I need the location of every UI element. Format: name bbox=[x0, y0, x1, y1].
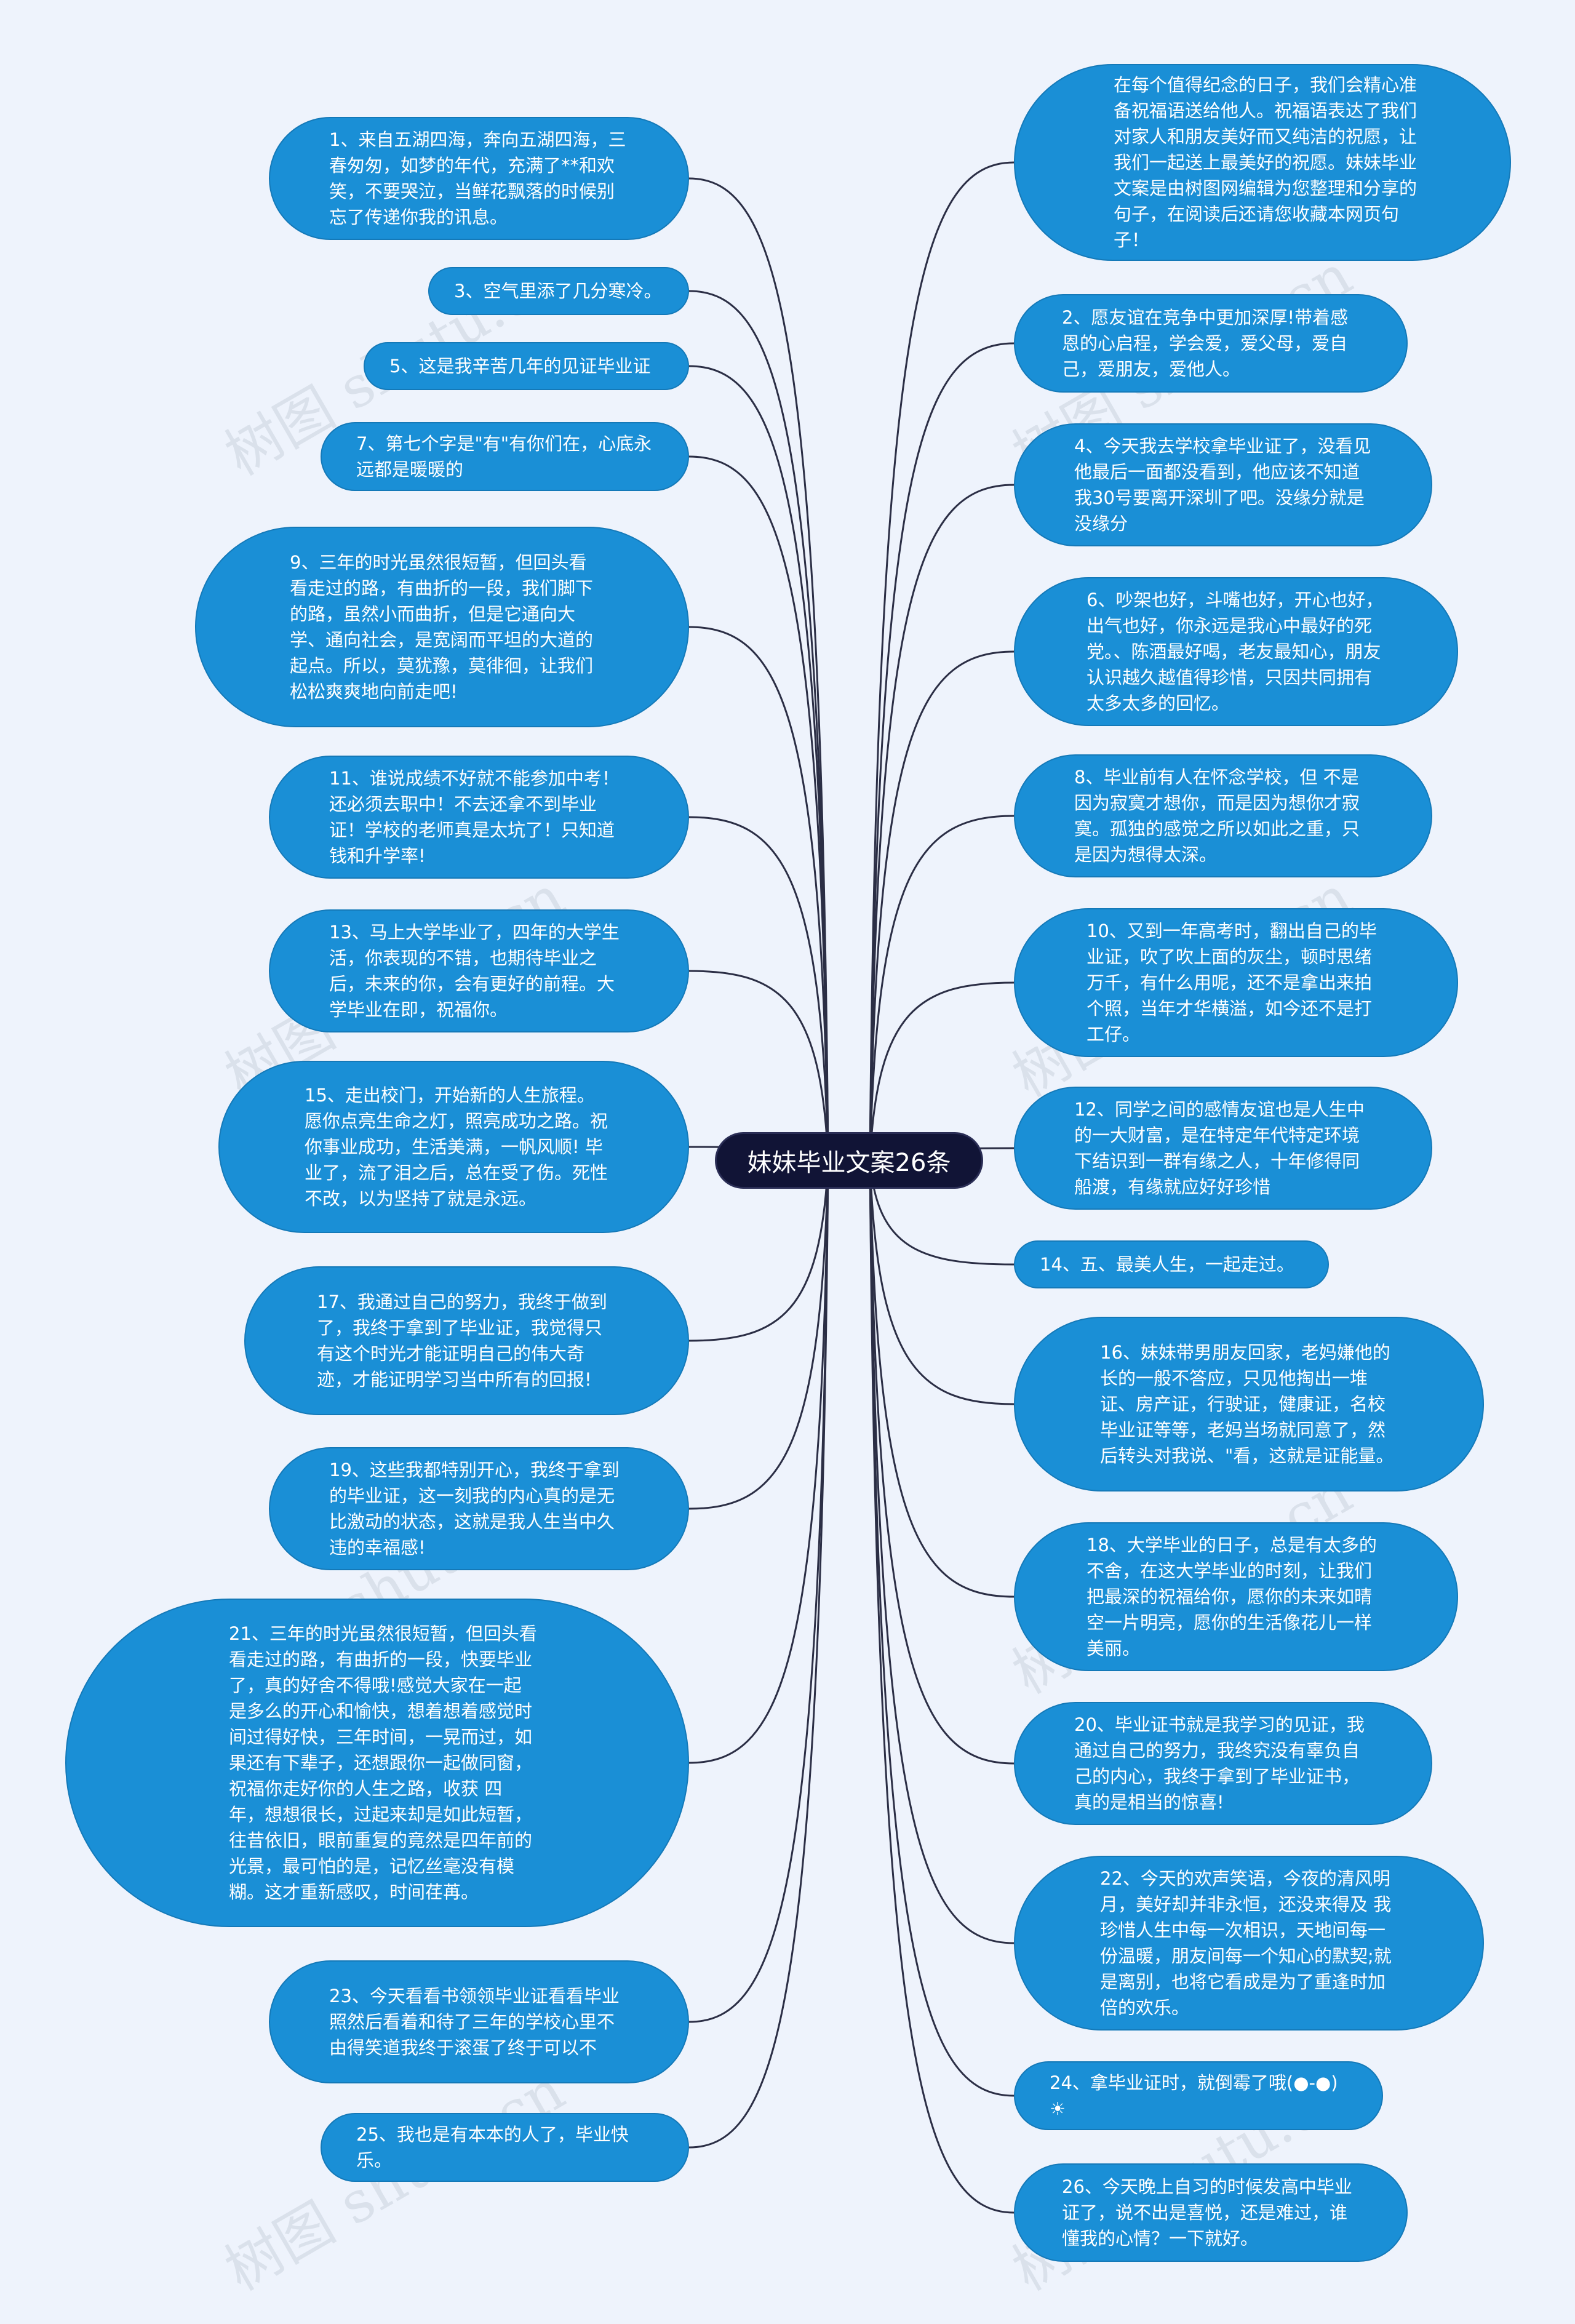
connector-n4 bbox=[869, 484, 1015, 1161]
topic-node-text: 9、三年的时光虽然很短暂，但回头看看走过的路，有曲折的一段，我们脚下的路，虽然小… bbox=[290, 551, 594, 703]
connector-n10 bbox=[869, 981, 1015, 1161]
connector-n5 bbox=[688, 365, 829, 1161]
topic-node-intro[interactable]: 在每个值得纪念的日子，我们会精心准备祝福语送给他人。祝福语表达了我们对家人和朋友… bbox=[1014, 64, 1511, 261]
topic-node-24[interactable]: 24、拿毕业证时，就倒霉了哦(●-●)☀ bbox=[1014, 2061, 1383, 2130]
topic-node-16[interactable]: 16、妹妹带男朋友回家，老妈嫌他的长的一般不答应，只见他掏出一堆证、房产证，行驶… bbox=[1014, 1317, 1484, 1491]
topic-node-text: 18、大学毕业的日子，总是有太多的不舍，在这大学毕业的时刻，让我们把最深的祝福给… bbox=[1087, 1534, 1377, 1659]
topic-node-9[interactable]: 9、三年的时光虽然很短暂，但回头看看走过的路，有曲折的一段，我们脚下的路，虽然小… bbox=[195, 527, 689, 727]
topic-node-20[interactable]: 20、毕业证书就是我学习的见证，我通过自己的努力，我终究没有辜负自己的内心，我终… bbox=[1014, 1702, 1432, 1825]
topic-node-text: 21、三年的时光虽然很短暂，但回头看看走过的路，有曲折的一段，快要毕业了，真的好… bbox=[229, 1623, 537, 1903]
topic-node-text: 10、又到一年高考时，翻出自己的毕业证，吹了吹上面的灰尘，顿时思绪万千，有什么用… bbox=[1087, 920, 1377, 1045]
topic-node-2[interactable]: 2、愿友谊在竞争中更加深厚!带着感恩的心启程，学会爱，爱父母，爱自己，爱朋友，爱… bbox=[1014, 294, 1408, 393]
topic-node-5[interactable]: 5、这是我辛苦几年的见证毕业证 bbox=[364, 342, 689, 390]
topic-node-7[interactable]: 7、第七个字是"有"有你们在，心底永远都是暖暖的 bbox=[321, 422, 689, 491]
topic-node-1[interactable]: 1、来自五湖四海，奔向五湖四海，三春匆匆，如梦的年代，充满了**和欢笑，不要哭泣… bbox=[269, 117, 689, 240]
topic-node-text: 6、吵架也好，斗嘴也好，开心也好，出气也好，你永远是我心中最好的死党。、陈酒最好… bbox=[1087, 589, 1384, 714]
topic-node-text: 7、第七个字是"有"有你们在，心底永远都是暖暖的 bbox=[356, 433, 652, 480]
topic-node-17[interactable]: 17、我通过自己的努力，我终于做到了，我终于拿到了毕业证，我觉得只有这个时光才能… bbox=[244, 1266, 689, 1415]
connector-n26 bbox=[869, 1160, 1015, 2214]
topic-node-text: 25、我也是有本本的人了，毕业快乐。 bbox=[356, 2123, 629, 2171]
topic-node-text: 17、我通过自己的努力，我终于做到了，我终于拿到了毕业证，我觉得只有这个时光才能… bbox=[317, 1291, 607, 1391]
topic-node-text: 4、今天我去学校拿毕业证了，没看见他最后一面都没看到，他应该不知道我30号要离开… bbox=[1074, 435, 1371, 535]
connector-n22 bbox=[869, 1160, 1015, 1944]
topic-node-4[interactable]: 4、今天我去学校拿毕业证了，没看见他最后一面都没看到，他应该不知道我30号要离开… bbox=[1014, 423, 1432, 546]
topic-node-14[interactable]: 14、五、最美人生，一起走过。 bbox=[1014, 1240, 1329, 1288]
topic-node-text: 在每个值得纪念的日子，我们会精心准备祝福语送给他人。祝福语表达了我们对家人和朋友… bbox=[1114, 74, 1418, 251]
connector-n16 bbox=[869, 1160, 1015, 1405]
topic-node-3[interactable]: 3、空气里添了几分寒冷。 bbox=[428, 267, 689, 315]
topic-node-8[interactable]: 8、毕业前有人在怀念学校，但 不是因为寂寞才想你，而是因为想你才寂寞。孤独的感觉… bbox=[1014, 754, 1432, 877]
topic-node-text: 8、毕业前有人在怀念学校，但 不是因为寂寞才想你，而是因为想你才寂寞。孤独的感觉… bbox=[1074, 766, 1360, 866]
connector-n17 bbox=[688, 1160, 829, 1342]
topic-node-text: 3、空气里添了几分寒冷。 bbox=[454, 280, 662, 301]
topic-node-15[interactable]: 15、走出校门，开始新的人生旅程。愿你点亮生命之灯，照亮成功之路。祝你事业成功，… bbox=[218, 1061, 689, 1233]
connector-n21 bbox=[688, 1160, 829, 1764]
topic-node-text: 5、这是我辛苦几年的见证毕业证 bbox=[389, 355, 651, 377]
topic-node-text: 16、妹妹带男朋友回家，老妈嫌他的长的一般不答应，只见他掏出一堆证、房产证，行驶… bbox=[1100, 1341, 1394, 1467]
connector-n2 bbox=[869, 342, 1015, 1161]
connector-n18 bbox=[869, 1160, 1015, 1598]
topic-node-19[interactable]: 19、这些我都特别开心，我终于拿到的毕业证，这一刻我的内心真的是无比激动的状态，… bbox=[269, 1447, 689, 1570]
topic-node-26[interactable]: 26、今天晚上自习的时候发高中毕业证了，说不出是喜悦，还是难过，谁懂我的心情？一… bbox=[1014, 2163, 1408, 2262]
connector-n7 bbox=[688, 455, 829, 1161]
topic-node-text: 13、马上大学毕业了，四年的大学生活，你表现的不错，也期待毕业之后，未来的你，会… bbox=[329, 921, 620, 1021]
topic-node-text: 2、愿友谊在竞争中更加深厚!带着感恩的心启程，学会爱，爱父母，爱自己，爱朋友，爱… bbox=[1062, 306, 1349, 380]
connector-n9 bbox=[688, 626, 829, 1161]
topic-node-22[interactable]: 22、今天的欢声笑语，今夜的清风明月，美好却并非永恒，还没来得及 我珍惜人生中每… bbox=[1014, 1856, 1484, 2031]
connector-n19 bbox=[688, 1160, 829, 1510]
topic-node-11[interactable]: 11、谁说成绩不好就不能参加中考！还必须去职中！不去还拿不到毕业证！学校的老师真… bbox=[269, 756, 689, 879]
connector-n1 bbox=[688, 177, 829, 1161]
connector-n3 bbox=[688, 290, 829, 1161]
connector-n20 bbox=[869, 1160, 1015, 1765]
central-topic-label: 妹妹毕业文案26条 bbox=[747, 1149, 951, 1177]
topic-node-21[interactable]: 21、三年的时光虽然很短暂，但回头看看走过的路，有曲折的一段，快要毕业了，真的好… bbox=[65, 1599, 689, 1927]
topic-node-text: 20、毕业证书就是我学习的见证，我通过自己的努力，我终究没有辜负自己的内心，我终… bbox=[1074, 1714, 1365, 1813]
topic-node-text: 12、同学之间的感情友谊也是人生中的一大财富，是在特定年代特定环境下结识到一群有… bbox=[1074, 1098, 1365, 1198]
connector-n11 bbox=[688, 816, 829, 1161]
topic-node-text: 14、五、最美人生，一起走过。 bbox=[1040, 1253, 1294, 1275]
topic-node-13[interactable]: 13、马上大学毕业了，四年的大学生活，你表现的不错，也期待毕业之后，未来的你，会… bbox=[269, 909, 689, 1032]
topic-node-text: 11、谁说成绩不好就不能参加中考！还必须去职中！不去还拿不到毕业证！学校的老师真… bbox=[329, 767, 620, 867]
topic-node-text: 26、今天晚上自习的时候发高中毕业证了，说不出是喜悦，还是难过，谁懂我的心情？一… bbox=[1062, 2176, 1352, 2250]
connector-n8 bbox=[869, 815, 1015, 1161]
connector-n23 bbox=[688, 1160, 829, 2023]
connector-n24 bbox=[869, 1160, 1015, 2097]
connector-n14 bbox=[869, 1160, 1015, 1266]
connector-n13 bbox=[688, 970, 829, 1161]
central-topic[interactable]: 妹妹毕业文案26条 bbox=[715, 1132, 983, 1189]
topic-node-12[interactable]: 12、同学之间的感情友谊也是人生中的一大财富，是在特定年代特定环境下结识到一群有… bbox=[1014, 1087, 1432, 1210]
topic-node-text: 15、走出校门，开始新的人生旅程。愿你点亮生命之灯，照亮成功之路。祝你事业成功，… bbox=[305, 1084, 608, 1210]
connector-n6 bbox=[869, 650, 1015, 1161]
topic-node-6[interactable]: 6、吵架也好，斗嘴也好，开心也好，出气也好，你永远是我心中最好的死党。、陈酒最好… bbox=[1014, 577, 1458, 726]
topic-node-text: 22、今天的欢声笑语，今夜的清风明月，美好却并非永恒，还没来得及 我珍惜人生中每… bbox=[1100, 1867, 1392, 2019]
topic-node-text: 24、拿毕业证时，就倒霉了哦(●-●)☀ bbox=[1050, 2072, 1338, 2119]
topic-node-18[interactable]: 18、大学毕业的日子，总是有太多的不舍，在这大学毕业的时刻，让我们把最深的祝福给… bbox=[1014, 1522, 1458, 1671]
topic-node-23[interactable]: 23、今天看看书领领毕业证看看毕业照然后看着和待了三年的学校心里不由得笑道我终于… bbox=[269, 1960, 689, 2083]
topic-node-25[interactable]: 25、我也是有本本的人了，毕业快乐。 bbox=[321, 2113, 689, 2182]
connector-n25 bbox=[688, 1160, 829, 2149]
topic-node-text: 1、来自五湖四海，奔向五湖四海，三春匆匆，如梦的年代，充满了**和欢笑，不要哭泣… bbox=[329, 129, 626, 228]
topic-node-10[interactable]: 10、又到一年高考时，翻出自己的毕业证，吹了吹上面的灰尘，顿时思绪万千，有什么用… bbox=[1014, 908, 1458, 1057]
topic-node-text: 23、今天看看书领领毕业证看看毕业照然后看着和待了三年的学校心里不由得笑道我终于… bbox=[329, 1985, 620, 2059]
connector-intro bbox=[869, 161, 1015, 1161]
topic-node-text: 19、这些我都特别开心，我终于拿到的毕业证，这一刻我的内心真的是无比激动的状态，… bbox=[329, 1459, 620, 1559]
